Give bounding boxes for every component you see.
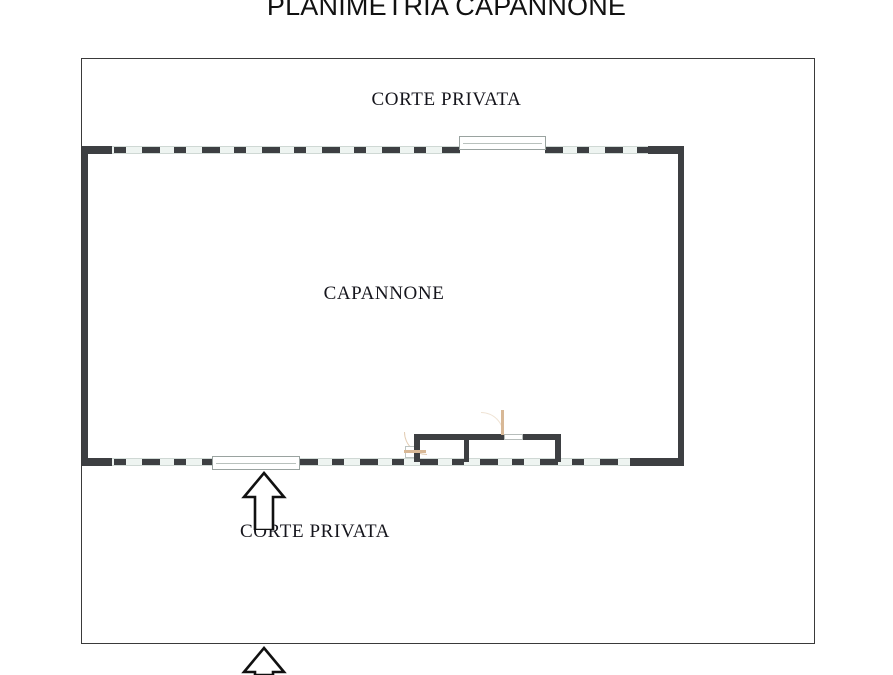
up-arrow-icon-outer-entrance (241, 645, 287, 675)
room-wall-right (555, 434, 561, 462)
opening-top-overhead-door (459, 136, 546, 150)
wall-left (82, 146, 88, 466)
label-building-capannone: CAPANNONE (323, 283, 445, 304)
room-wall-top-right (523, 434, 561, 440)
room-wall-partition (464, 436, 469, 462)
door-leaf-vertical (501, 410, 504, 435)
wall-bottom-left-segment (82, 458, 214, 466)
wall-top-right-segment (545, 146, 684, 154)
wall-corner-top-right (648, 146, 684, 154)
page-title: PLANIMETRIA CAPANNONE (266, 0, 627, 21)
up-arrow-icon-main-entrance (241, 470, 287, 530)
wall-bottom-right-segment (300, 458, 684, 466)
opening-bottom-overhead-door (212, 456, 300, 470)
plan-outer-frame (81, 58, 815, 644)
room-wall-top-left (414, 434, 504, 440)
room-door-opening (504, 434, 523, 440)
room-wall-left (414, 434, 420, 462)
door-leaf-horizontal (404, 450, 426, 453)
wall-corner-bottom-left (82, 458, 112, 466)
label-courtyard-top: CORTE PRIVATA (371, 89, 522, 110)
wall-corner-top-left (82, 146, 112, 154)
label-courtyard-bottom: CORTE PRIVATA (240, 521, 390, 542)
wall-top-left-segment (82, 146, 460, 154)
wall-right (678, 146, 684, 466)
wall-corner-bottom-right (630, 458, 684, 466)
